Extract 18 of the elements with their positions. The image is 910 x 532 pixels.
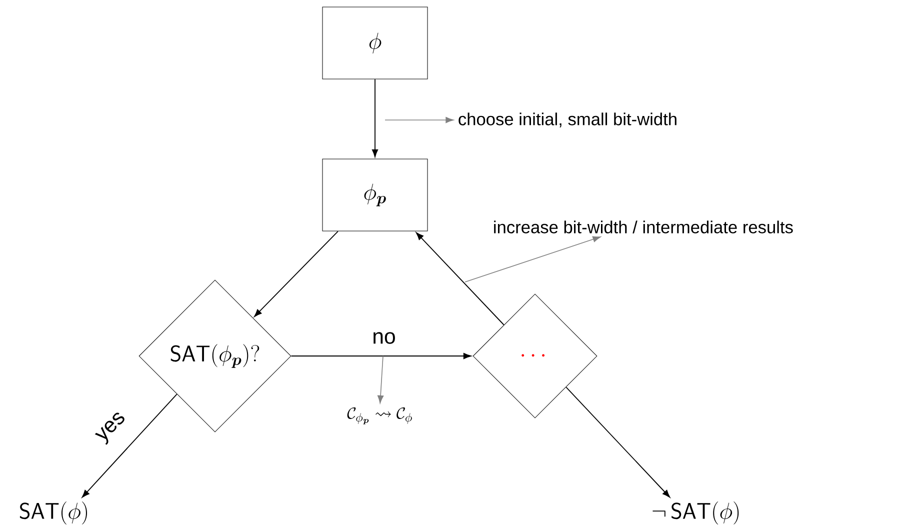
annotation-arrow	[384, 116, 454, 124]
result-label: $\neg\,\mathsf{SAT}(\phi)$	[652, 502, 739, 525]
arrow	[290, 353, 472, 360]
result-label: $\mathsf{SAT}(\phi)$	[20, 502, 87, 525]
process-box: $\phi_{\boldsymbol{p}}$	[322, 158, 428, 232]
annotation-text: increase bit-width / intermediate results	[494, 220, 793, 234]
annotation-arrow	[464, 236, 601, 282]
edge-label: yes	[92, 408, 132, 448]
edge-label: no	[370, 330, 398, 346]
process-box: $\phi$	[322, 6, 428, 80]
formula-label: $\mathcal{C}_{\phi_{\boldsymbol{p}}} \leadsto \mathcal{C}_{\phi}$	[347, 407, 412, 424]
arrow	[82, 394, 178, 498]
arrow	[566, 386, 670, 498]
arrow	[372, 78, 378, 158]
annotation-text: choose initial, small bit-width	[458, 112, 676, 128]
annotation-arrow	[378, 356, 384, 404]
arrow	[416, 232, 504, 326]
arrow	[254, 230, 338, 317]
